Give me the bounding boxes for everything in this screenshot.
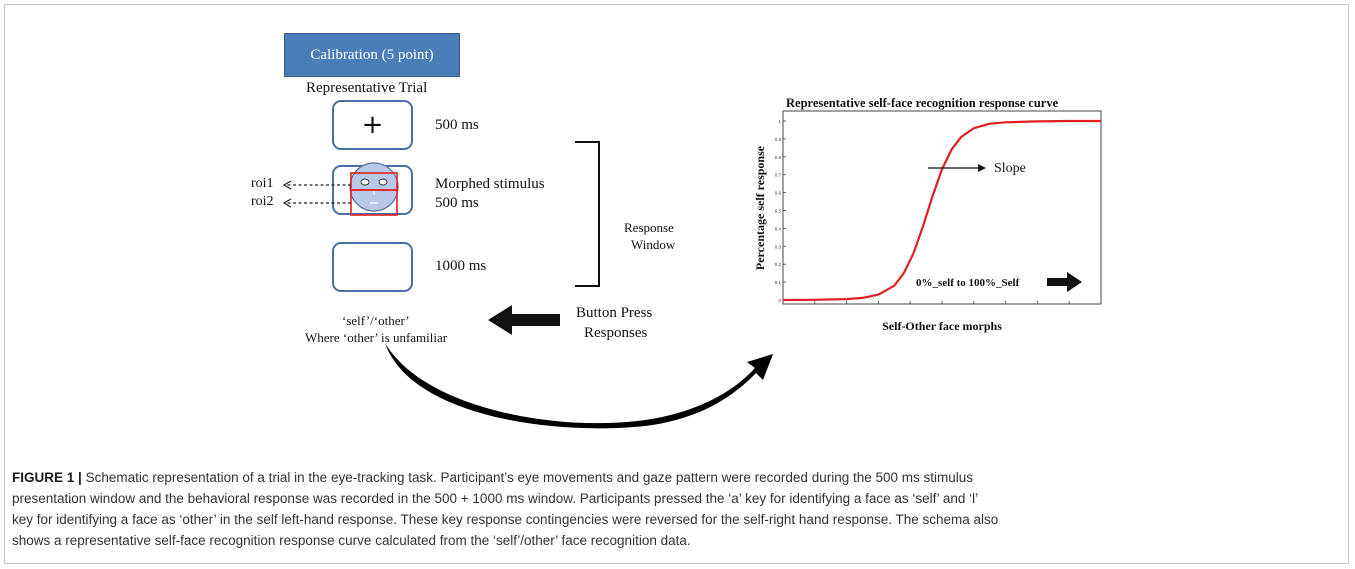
figure-caption: FIGURE 1 | Schematic representation of a…	[12, 467, 1342, 551]
x-axis-label: Self-Other face morphs	[882, 319, 1002, 333]
response-window-line2: Window	[631, 237, 676, 252]
y-tick-label: 0.3	[775, 244, 782, 249]
caption-text-1: Schematic representation of a trial in t…	[85, 470, 974, 485]
caption-line-4: shows a representative self-face recogni…	[12, 533, 691, 548]
chart-title: Representative self-face recognition res…	[786, 96, 1059, 110]
curved-arrow-icon	[385, 343, 773, 429]
right-eye-icon	[378, 178, 388, 186]
response-curve-line	[782, 119, 1101, 302]
face-icon	[349, 162, 399, 212]
direction-label: 0%_self to 100%_Self	[916, 277, 1020, 289]
response-window-line1: Response	[624, 220, 674, 235]
y-tick-label: 0.8	[775, 155, 782, 160]
fixation-cross: +	[361, 110, 384, 140]
self-other-line2: Where ‘other’ is unfamiliar	[305, 330, 448, 345]
stimulus-duration: 500 ms	[435, 195, 479, 211]
caption-line-3: key for identifying a face as ‘other’ in…	[12, 512, 999, 527]
button-press-line1: Button Press	[576, 305, 653, 321]
y-tick-label: 0.6	[775, 191, 782, 196]
stimulus-label: Morphed stimulus	[435, 176, 545, 192]
y-tick-label: 0.1	[775, 280, 782, 285]
y-axis-label: Percentage self response	[753, 145, 767, 270]
roi1-label: roi1	[251, 176, 274, 191]
left-arrow-icon	[488, 305, 560, 335]
trial-heading: Representative Trial	[306, 80, 428, 96]
y-tick-label: 0.4	[775, 226, 782, 231]
button-press-line2: Responses	[584, 325, 648, 341]
stimulus-face-graphic	[282, 162, 399, 216]
y-tick-label: 0	[778, 298, 781, 303]
roi2-label: roi2	[251, 194, 274, 209]
y-tick-label: 0.5	[775, 209, 782, 214]
response-window-bracket	[575, 141, 600, 287]
direction-arrow-icon	[1047, 272, 1082, 292]
figure-diagram: Calibration (5 point) Representative Tri…	[251, 33, 1102, 429]
y-tick-label: 1	[778, 119, 781, 124]
x-axis-ticks	[782, 301, 1102, 304]
caption-label: FIGURE 1 |	[12, 470, 82, 485]
response-curve-chart: 0 0.1 0.2 0.3 0.4 0.5 0.6 0.7 0.8 0.9 1 Slope 0%_s…	[753, 110, 1102, 333]
y-tick-label: 0.7	[775, 173, 782, 178]
self-other-line1: ‘self’/‘other’	[342, 313, 410, 328]
y-axis-ticks: 0 0.1 0.2 0.3 0.4 0.5 0.6 0.7 0.8 0.9 1	[775, 119, 786, 303]
blank-screen	[332, 242, 413, 292]
caption-line-2: presentation window and the behavioral r…	[12, 491, 979, 506]
caption-line-1: FIGURE 1 | Schematic representation of a…	[12, 467, 1342, 488]
calibration-box: Calibration (5 point)	[284, 33, 460, 77]
calibration-label: Calibration (5 point)	[310, 46, 434, 63]
fixation-screen: +	[332, 100, 413, 150]
left-eye-icon	[360, 178, 370, 186]
figure-frame	[4, 4, 1349, 564]
blank-duration: 1000 ms	[435, 258, 487, 274]
slope-label: Slope	[994, 161, 1026, 176]
y-tick-label: 0.9	[775, 137, 782, 142]
y-tick-label: 0.2	[775, 262, 782, 267]
fixation-duration: 500 ms	[435, 117, 479, 133]
plot-area	[782, 110, 1102, 305]
